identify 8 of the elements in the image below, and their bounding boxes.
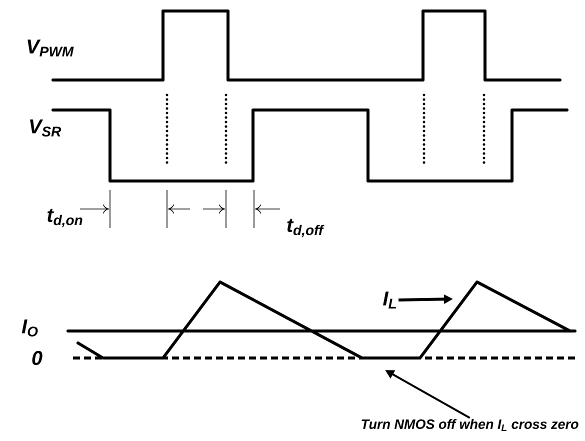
annotation-text: Turn NMOS off when I$_{L}$ cross zero	[362, 419, 578, 431]
label-text: t$_{d,on}$	[48, 208, 82, 228]
label-text: V$_{SR}$	[30, 120, 62, 136]
label-text: t$_{d,off}$	[287, 218, 324, 238]
label-text: V$_{PWM}$	[28, 40, 74, 56]
label-text: I$_{O}$	[22, 320, 38, 336]
annotation-text: I$_{L}$	[383, 292, 396, 308]
label-text: 0	[32, 350, 42, 366]
